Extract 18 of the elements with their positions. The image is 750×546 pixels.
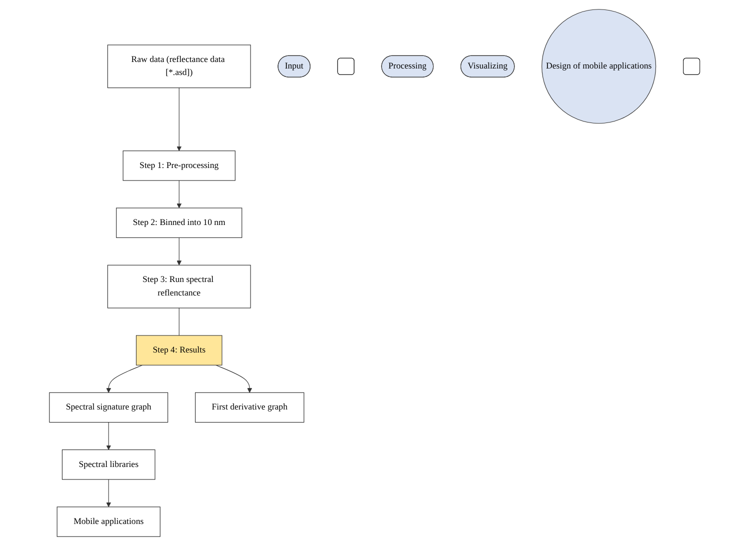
node-box: Raw data (reflectance data [*.asd]) (108, 44, 252, 88)
node-box: Spectral signature graph (50, 392, 168, 423)
node-box: Mobile applications (57, 506, 161, 537)
node-box: Step 4: Results (136, 335, 223, 366)
node-box: Step 1: Pre-processing (123, 150, 236, 181)
node-box: Spectral libraries (62, 450, 156, 480)
arrow (106, 364, 144, 393)
connector (179, 308, 180, 336)
node-circle: Design of mobile applications (542, 9, 656, 124)
arrow (216, 364, 252, 393)
arrow (177, 88, 182, 152)
arrow (177, 180, 182, 208)
node-box: Step 2: Binned into 10 nm (116, 208, 243, 238)
node-box: First derivative graph (195, 392, 305, 423)
arrow (106, 422, 112, 450)
arrow (177, 237, 182, 266)
arrow (106, 479, 112, 508)
node-box: Step 3: Run spectral reflenctance (108, 264, 252, 308)
